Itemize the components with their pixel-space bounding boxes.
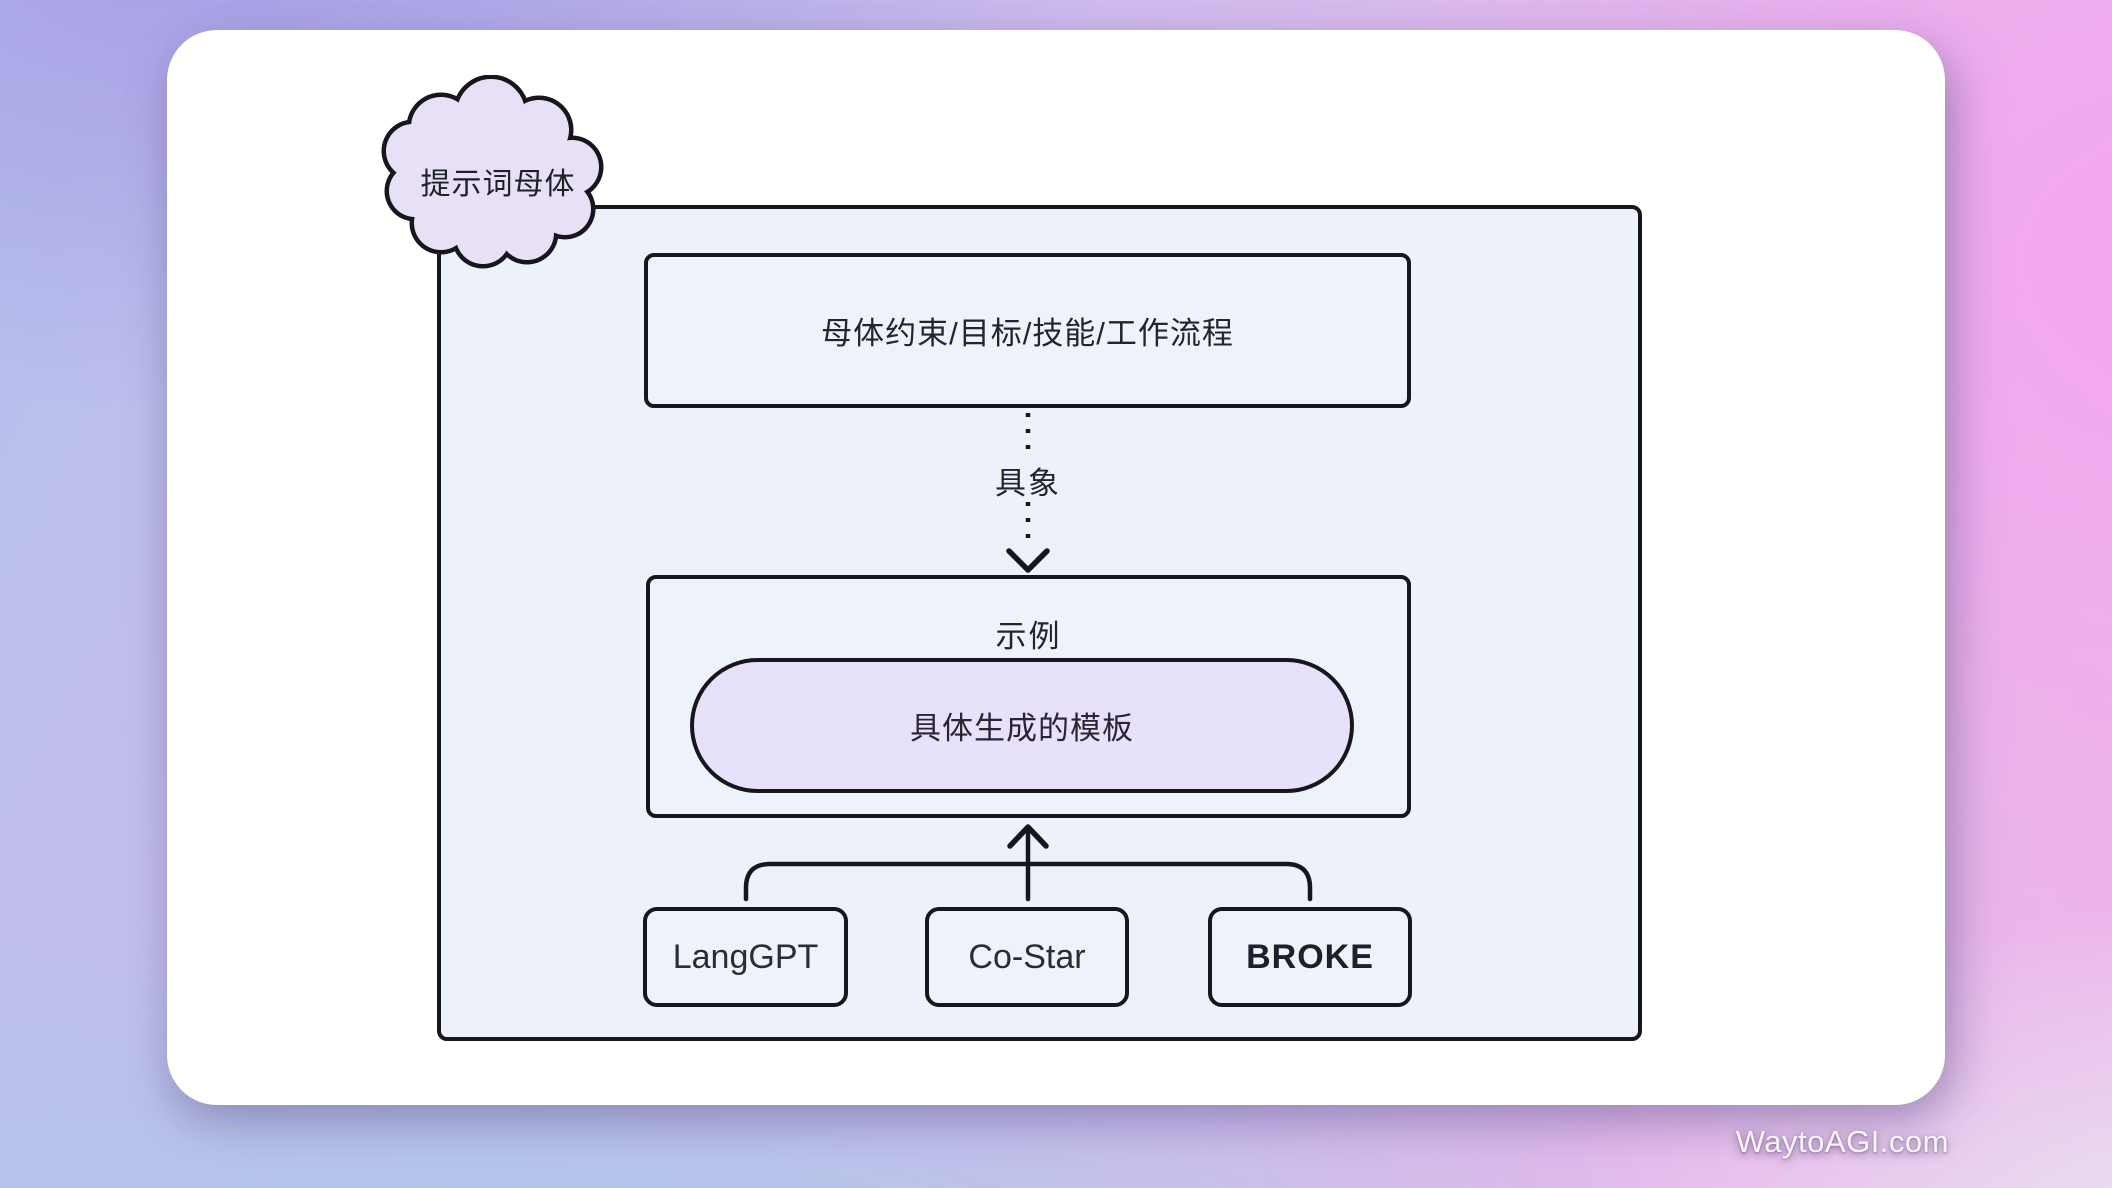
prompt-matrix-cloud: 提示词母体 [379, 74, 617, 271]
prompt-matrix-label: 提示词母体 [420, 168, 576, 201]
example-box: 示例 具体生成的模板 [646, 575, 1411, 818]
framework-box-langgpt: LangGPT [643, 907, 848, 1007]
framework-label-costar: Co-Star [968, 937, 1086, 976]
watermark-text: WaytoAGI.com [1735, 1124, 1949, 1159]
matrix-constraints-box: 母体约束/目标/技能/工作流程 [644, 253, 1411, 408]
framework-box-costar: Co-Star [925, 907, 1129, 1007]
framework-label-broke: BROKE [1246, 937, 1374, 976]
generated-template-label: 具体生成的模板 [910, 711, 1134, 746]
cloud-shape-icon [381, 74, 604, 269]
example-box-title: 示例 [995, 619, 1062, 654]
framework-box-broke: BROKE [1208, 907, 1412, 1007]
generated-template-pill: 具体生成的模板 [690, 658, 1354, 793]
framework-label-langgpt: LangGPT [672, 937, 819, 976]
concretize-arrow-label: 具象 [995, 466, 1061, 501]
matrix-constraints-label: 母体约束/目标/技能/工作流程 [821, 316, 1234, 351]
